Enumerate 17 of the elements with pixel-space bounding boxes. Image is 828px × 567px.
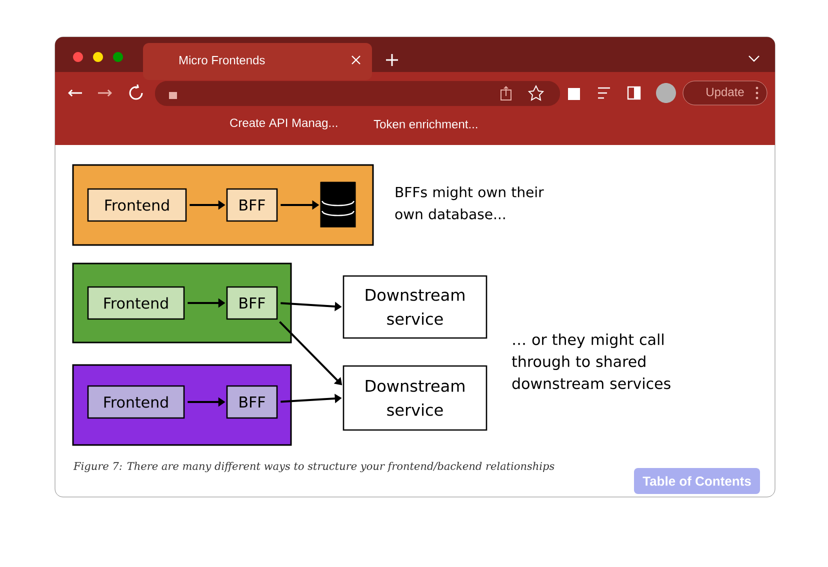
note-text: BFFs might own their own database... [395, 186, 544, 220]
update-button: Update [682, 80, 768, 106]
service-box: Downstream service [342, 275, 488, 339]
process-box: Frontend [87, 188, 187, 222]
process-box: Frontend [87, 286, 185, 320]
process-box: BFF [226, 385, 278, 419]
figure-caption: Figure 7: There are many different ways to structure your frontend/backend relationships [73, 462, 554, 472]
service-box: Downstream service [342, 365, 488, 431]
database-icon [320, 182, 356, 228]
note-text: … or they might call through to shared downstream services [512, 334, 670, 390]
contents-button: Table of Contents [634, 468, 760, 494]
bookmark-link: Create API Manag... [230, 118, 338, 130]
process-box: BFF [226, 188, 278, 222]
tab-title: Micro Frontends [180, 56, 265, 64]
bookmark-link: Token enrichment... [374, 120, 478, 128]
process-box: Frontend [87, 385, 185, 419]
process-box: BFF [226, 286, 278, 320]
